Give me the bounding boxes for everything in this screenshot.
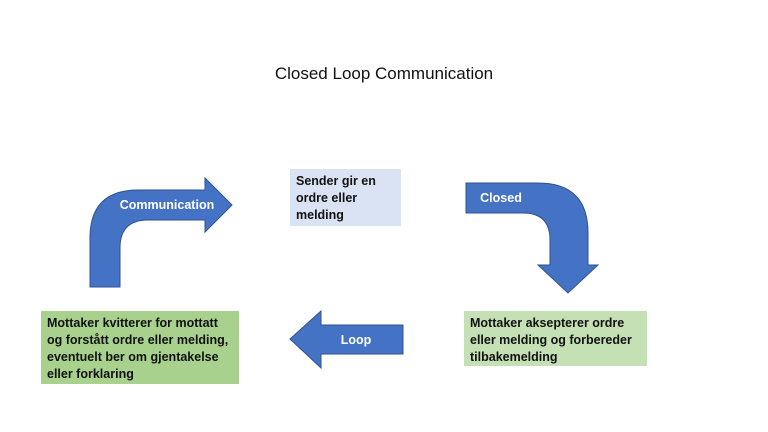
closed-arrow-label: Closed: [480, 191, 522, 205]
loop-arrow-label: Loop: [341, 333, 372, 347]
communication-arrow-label: Communication: [120, 198, 214, 212]
communication-arrow: [89, 176, 233, 288]
receiver-accepts-box: Mottaker aksepterer ordre eller melding …: [464, 311, 647, 366]
sender-box: Sender gir en ordre eller melding: [290, 169, 401, 226]
closed-arrow: [465, 182, 600, 294]
diagram-title: Closed Loop Communication: [274, 64, 494, 83]
receiver-acknowledges-box: Mottaker kvitterer for mottatt og forstå…: [41, 311, 239, 384]
loop-arrow: [289, 309, 404, 370]
